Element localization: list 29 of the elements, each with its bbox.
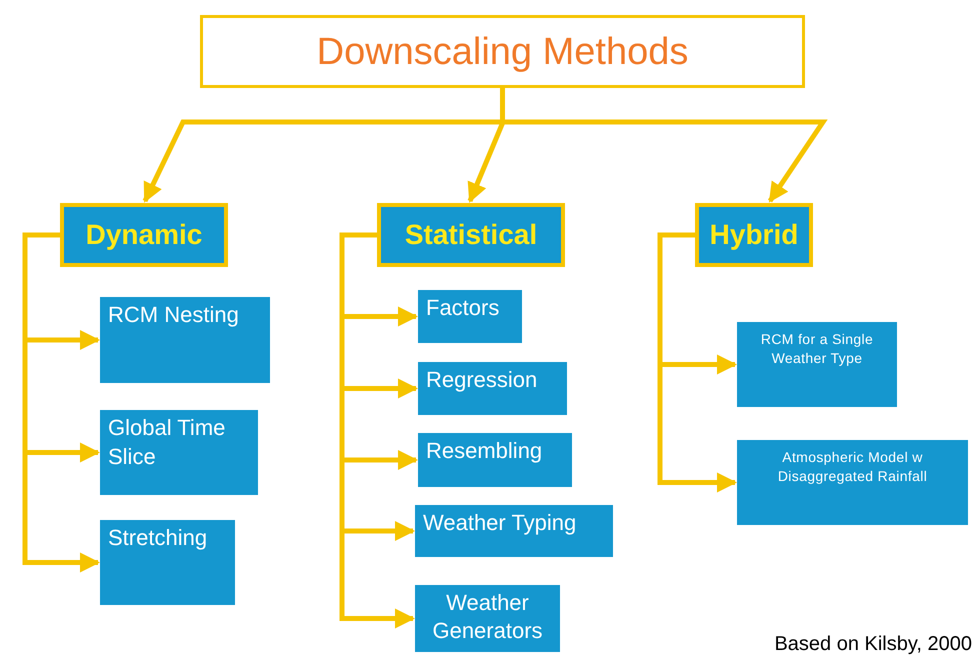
method-box bbox=[737, 440, 968, 525]
method-box bbox=[415, 505, 613, 557]
method-label: Regression bbox=[426, 367, 538, 392]
method-label: Global Time Slice bbox=[108, 415, 226, 469]
method-box bbox=[100, 410, 258, 495]
source-note: Based on Kilsby, 2000 bbox=[774, 634, 972, 654]
category-box bbox=[695, 203, 813, 267]
method-label: RCM Nesting bbox=[108, 302, 239, 327]
method-box bbox=[415, 585, 560, 652]
method-label: Weather Generators bbox=[431, 589, 544, 645]
category-box bbox=[60, 203, 228, 267]
method-label: Stretching bbox=[108, 525, 208, 550]
method-box bbox=[737, 322, 897, 407]
title-box bbox=[200, 15, 805, 88]
category-label: Dynamic bbox=[86, 221, 202, 249]
method-box bbox=[418, 433, 572, 487]
method-label: Atmospheric Model w Disaggregated Rainfall bbox=[776, 448, 928, 486]
method-label: Factors bbox=[426, 295, 500, 320]
category-label: Hybrid bbox=[710, 221, 798, 249]
method-label: Weather Typing bbox=[423, 510, 576, 535]
method-box bbox=[100, 297, 270, 383]
category-label: Statistical bbox=[404, 221, 538, 249]
method-label: RCM for a Single Weather Type bbox=[760, 330, 874, 368]
method-box bbox=[418, 362, 567, 415]
method-label: Resembling bbox=[426, 438, 542, 463]
method-box bbox=[100, 520, 235, 605]
category-box bbox=[377, 203, 565, 267]
method-box bbox=[418, 290, 522, 343]
root-label: Downscaling Methods bbox=[316, 32, 688, 70]
